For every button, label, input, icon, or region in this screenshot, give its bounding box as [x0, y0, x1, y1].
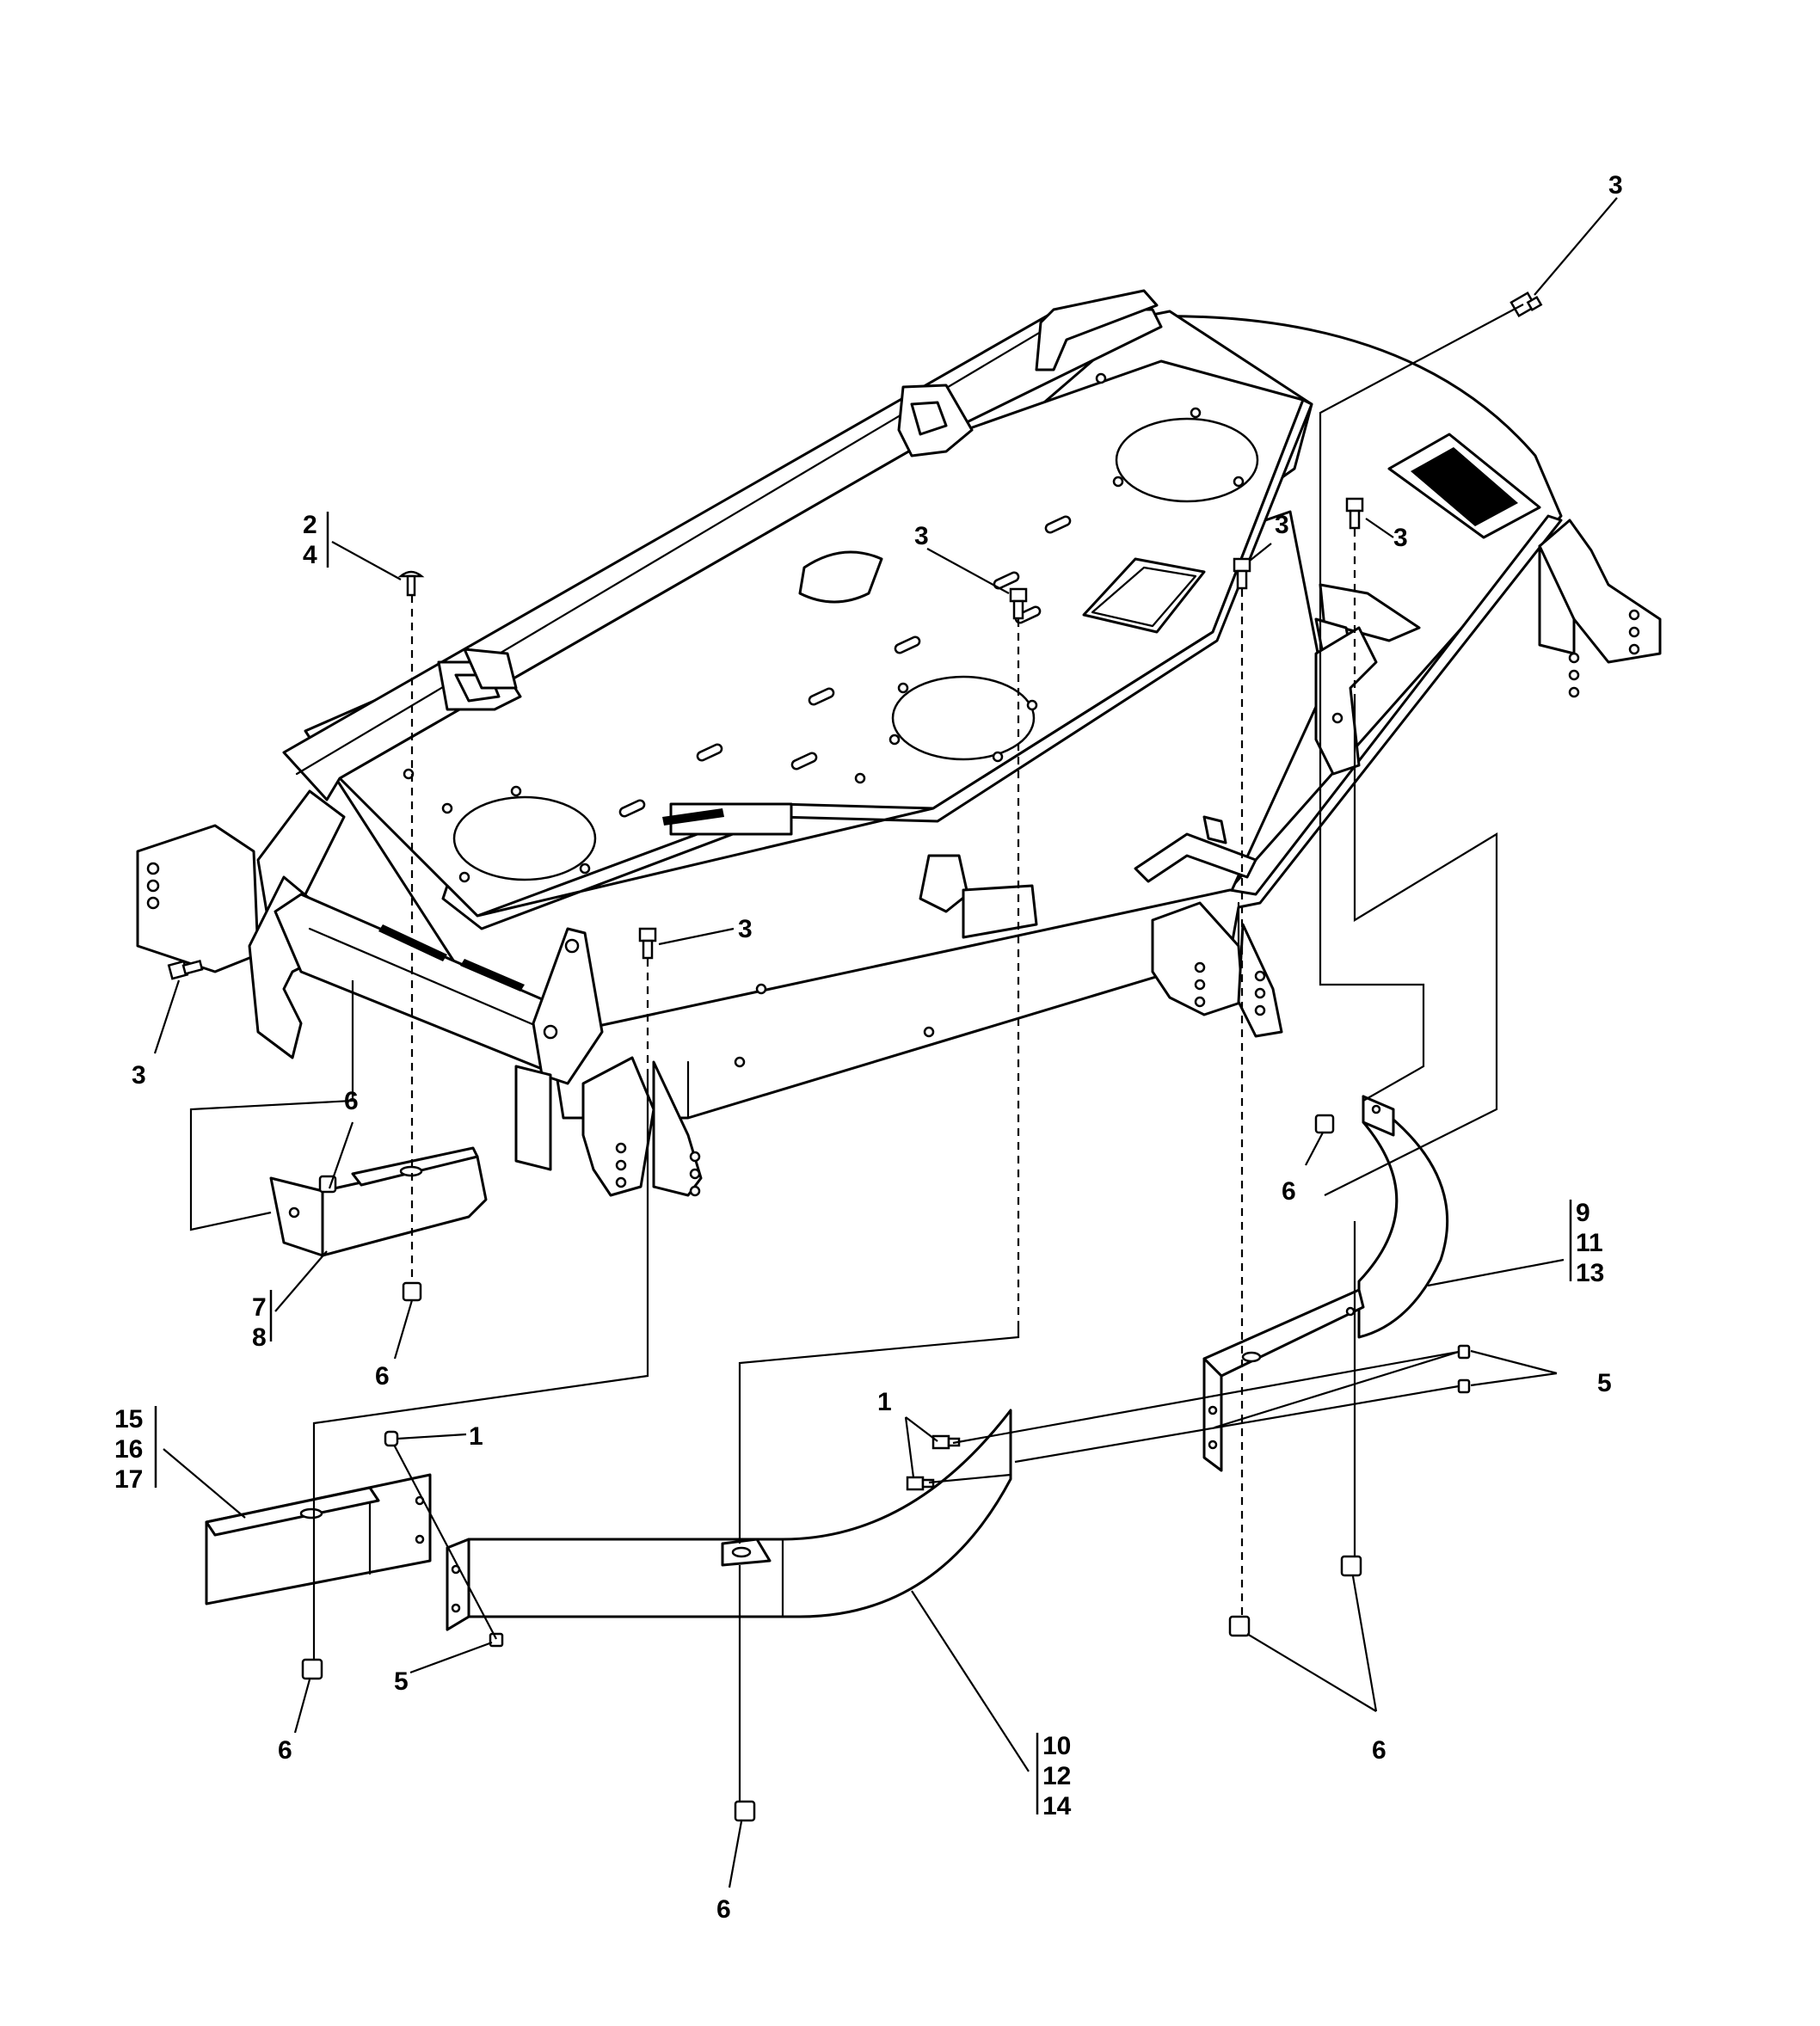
callout-6: 6	[716, 1895, 731, 1924]
nut-icon	[301, 1658, 323, 1680]
callout-3: 3	[1275, 511, 1289, 539]
callout-6: 6	[1282, 1177, 1296, 1206]
callout-11: 11	[1576, 1229, 1603, 1257]
callout-14: 14	[1042, 1792, 1072, 1820]
callout-6: 6	[375, 1362, 390, 1391]
callout-leaders	[153, 197, 1618, 1888]
callout-6: 6	[278, 1736, 292, 1765]
carriage-bolt-icon	[384, 1430, 399, 1447]
callout-15: 15	[114, 1405, 143, 1434]
callout-12: 12	[1042, 1762, 1071, 1790]
assembly-lines	[189, 304, 1524, 1802]
callout-1: 1	[877, 1388, 892, 1416]
nut-icon	[734, 1800, 756, 1822]
callout-8: 8	[252, 1323, 267, 1352]
callout-5: 5	[394, 1667, 409, 1696]
callout-3: 3	[1608, 171, 1623, 200]
nut-icon	[1314, 1114, 1335, 1134]
nut-icon	[1228, 1615, 1251, 1637]
callout-6: 6	[344, 1087, 359, 1115]
baffle-15-16-17	[205, 1473, 432, 1605]
mower-deck	[136, 289, 1662, 1197]
callout-2: 2	[303, 511, 317, 539]
nut-icon	[1340, 1555, 1362, 1577]
bolt-icon	[638, 927, 657, 960]
callout-4: 4	[303, 541, 317, 569]
carriage-bolt-icon	[906, 1476, 935, 1491]
callout-7: 7	[252, 1293, 267, 1322]
bracket-7-8	[269, 1146, 488, 1257]
callout-13: 13	[1576, 1259, 1604, 1287]
baffle-9-11-13	[1202, 1095, 1448, 1472]
callout-17: 17	[114, 1465, 143, 1494]
nut-icon	[402, 1281, 422, 1302]
callout-9: 9	[1576, 1199, 1590, 1227]
nut-icon	[1457, 1378, 1471, 1394]
nut-icon	[489, 1632, 504, 1648]
bolt-icon	[1509, 291, 1543, 318]
bolt-icon	[1345, 497, 1364, 530]
callout-3: 3	[132, 1061, 146, 1090]
callout-1: 1	[469, 1422, 483, 1451]
bolt-icon	[1009, 587, 1028, 620]
bolt-icon	[1233, 557, 1251, 590]
callout-5: 5	[1597, 1369, 1612, 1397]
deck-holes	[403, 372, 1245, 1068]
callout-labels: 3 2 4 3 3 3 3 3 6 7 8 6 6 9 11 13 5 1 15…	[114, 171, 1623, 1924]
nut-icon	[1457, 1344, 1471, 1360]
baffle-10-12-14	[446, 1409, 1012, 1631]
deck-slots	[618, 515, 1072, 818]
callout-3: 3	[914, 522, 929, 550]
bolt-icon	[167, 960, 204, 980]
carriage-bolt-icon	[397, 570, 425, 597]
callout-10: 10	[1042, 1732, 1071, 1760]
callout-3: 3	[738, 915, 753, 943]
callout-16: 16	[114, 1435, 143, 1464]
callout-3: 3	[1393, 524, 1408, 552]
callout-6: 6	[1372, 1736, 1387, 1765]
